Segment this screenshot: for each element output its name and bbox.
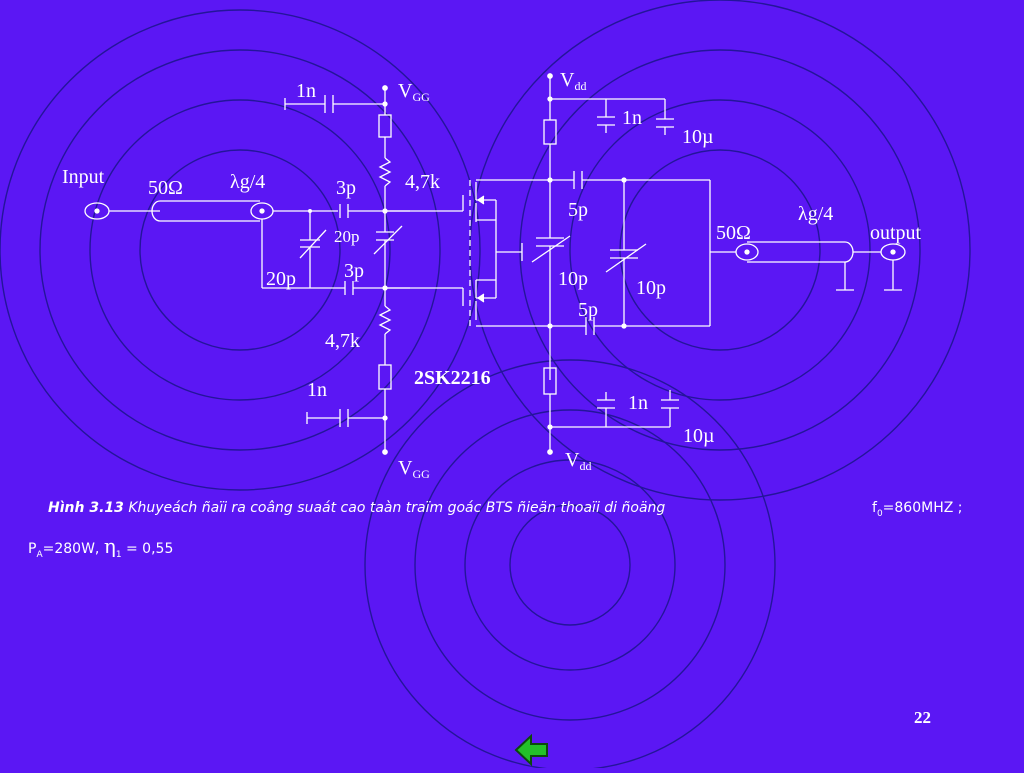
c-5p-bot-label: 5p [578,299,598,321]
freq-value: =860MHZ ; [882,500,963,516]
c-3p-bot-label: 3p [344,260,364,282]
c-1n-bot-right-label: 1n [628,392,648,414]
c-3p-top-label: 3p [336,177,356,199]
input-transmission-line [151,200,345,289]
c-10p-b-label: 10p [636,277,666,299]
caption-title: Hình 3.13 Khuyeách ñaïi ra coâng suaát c… [48,500,665,516]
vdd-bot-label: Vdd [565,449,591,473]
c-10p-a-label: 10p [558,268,588,290]
c-1n-top-right-label: 1n [622,107,642,129]
efficiency-symbol: η [103,534,116,558]
output-transmission-line [735,241,854,291]
c-10u-bot-label: 10µ [683,425,715,447]
variable-capacitor-10p-right [605,180,647,326]
power-symbol: P [28,541,37,557]
power-value: =280W, [42,541,100,557]
vgg-bot-label: VGG [398,457,430,481]
tl-in-label: λg/4 [230,171,265,193]
input-label: Input [62,166,105,188]
capacitor-5p-bottom [550,317,710,335]
frequency-spec: f0=860MHZ ; [872,500,963,519]
r-bot-label: 4,7k [325,330,360,352]
power-spec: PA=280W, η1 = 0,55 [28,534,173,560]
c-top-left-label: 1n [296,80,316,102]
figure-number: Hình 3.13 [48,500,124,516]
page-number: 22 [914,708,931,727]
freq-subscript: 0 [876,509,883,519]
capacitor-1n-bottom-left [306,409,385,427]
power-subscript: A [36,550,43,560]
output-connector [853,243,906,291]
efficiency-subscript: 1 [115,550,122,560]
r-top-label: 4,7k [405,171,440,193]
caption-text: Khuyeách ñaïi ra coâng suaát cao taàn tr… [128,500,666,516]
capacitor-1n-top-left [284,95,385,113]
drain-bias-bottom [543,367,679,455]
z-out-label: 50Ω [716,222,751,244]
c-20p-b-label: 20p [266,268,296,290]
transistor-2sk2216 [469,179,550,328]
figure-caption: Hình 3.13 Khuyeách ñaïi ra coâng suaát c… [0,498,1024,560]
capacitor-5p-top [550,171,710,189]
freq-symbol: f [872,500,877,516]
vgg-top-label: VGG [398,80,430,104]
c-20p-a-label: 20p [334,227,360,246]
z-in-label: 50Ω [148,177,183,199]
variable-capacitor-10p-center [531,235,571,380]
transistor-label: 2SK2216 [414,367,491,389]
efficiency-value: = 0,55 [126,541,174,557]
c-bot-left-label: 1n [307,379,327,401]
tl-out-label: λg/4 [798,203,833,225]
drain-bias-top [543,73,674,238]
vdd-top-label: Vdd [560,69,586,93]
gate-bias-network [373,85,403,455]
variable-capacitor-20p-left [299,211,327,288]
output-label: output [870,222,922,244]
c-5p-top-label: 5p [568,199,588,221]
c-10u-top-label: 10µ [682,126,714,148]
back-arrow-icon[interactable] [514,733,550,767]
